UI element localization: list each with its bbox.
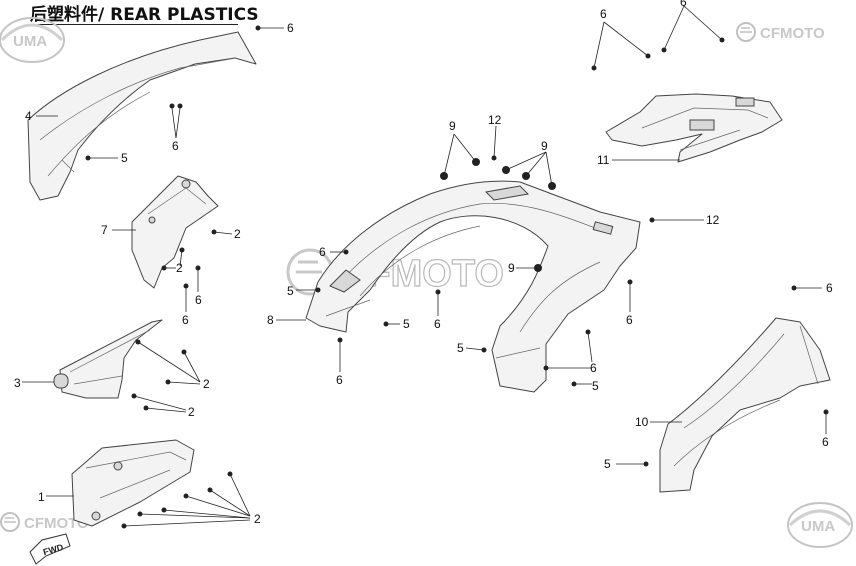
callout-6: 6	[434, 317, 441, 331]
callout-2: 2	[176, 261, 183, 275]
part-7-bracket	[131, 175, 219, 289]
callout-6: 6	[182, 313, 189, 327]
callout-6: 6	[626, 313, 633, 327]
callout-9: 9	[508, 261, 515, 275]
fastener-dots	[85, 25, 829, 529]
callout-5: 5	[287, 284, 294, 298]
part-4-rear-fender	[27, 31, 257, 201]
cfmoto-logo-bottom-left: CFMOTO	[0, 512, 89, 532]
callout-12: 12	[488, 113, 502, 127]
callout-6: 6	[826, 281, 833, 295]
uma-logo-top-left: UMA	[0, 17, 65, 63]
part-1-lower-bracket	[71, 439, 195, 527]
callout-6: 6	[172, 139, 179, 153]
callout-2: 2	[203, 377, 210, 391]
fwd-arrow-icon: FWD	[29, 533, 71, 565]
callout-5: 5	[604, 457, 611, 471]
callout-2: 2	[188, 405, 195, 419]
callout-9: 9	[541, 139, 548, 153]
part-10-rear-fender-right	[659, 317, 831, 493]
part-3-support-bracket	[53, 319, 163, 399]
callout-2: 2	[234, 227, 241, 241]
part-11-carrier-bracket	[605, 93, 783, 163]
callout-5: 5	[403, 317, 410, 331]
callout-7: 7	[101, 223, 108, 237]
callout-6: 6	[319, 245, 326, 259]
callout-5: 5	[592, 379, 599, 393]
callout-4: 4	[25, 109, 32, 123]
page-title: 后塑料件/ REAR PLASTICS	[30, 5, 259, 25]
main-rear-body	[305, 180, 641, 393]
callout-8: 8	[267, 313, 274, 327]
callout-labels: 4 5 6 6 7 2 2 6 6 3 2 2 1 2 9 12 9 6 6 1…	[14, 0, 833, 526]
callout-12: 12	[706, 213, 720, 227]
callout-6: 6	[195, 293, 202, 307]
callout-9: 9	[449, 119, 456, 133]
callout-6: 6	[680, 0, 687, 9]
callout-6: 6	[590, 361, 597, 375]
uma-logo-text: UMA	[801, 518, 835, 535]
uma-logo-text: UMA	[13, 33, 47, 50]
callout-2: 2	[254, 512, 261, 526]
callout-1: 1	[38, 490, 45, 504]
callout-6: 6	[600, 7, 607, 21]
title-underline	[28, 24, 238, 25]
callout-3: 3	[14, 376, 21, 390]
callout-10: 10	[635, 415, 649, 429]
callout-11: 11	[597, 153, 610, 167]
callout-6: 6	[822, 435, 829, 449]
callout-5: 5	[121, 151, 128, 165]
callout-5: 5	[457, 341, 464, 355]
cfmoto-logo-top-right: CFMOTO	[736, 22, 825, 42]
callout-6: 6	[287, 21, 294, 35]
uma-logo-bottom-right: UMA	[787, 502, 853, 548]
callout-6: 6	[336, 373, 343, 387]
cfmoto-logo-text: CFMOTO	[24, 515, 89, 532]
cfmoto-logo-text: CFMOTO	[760, 25, 825, 42]
